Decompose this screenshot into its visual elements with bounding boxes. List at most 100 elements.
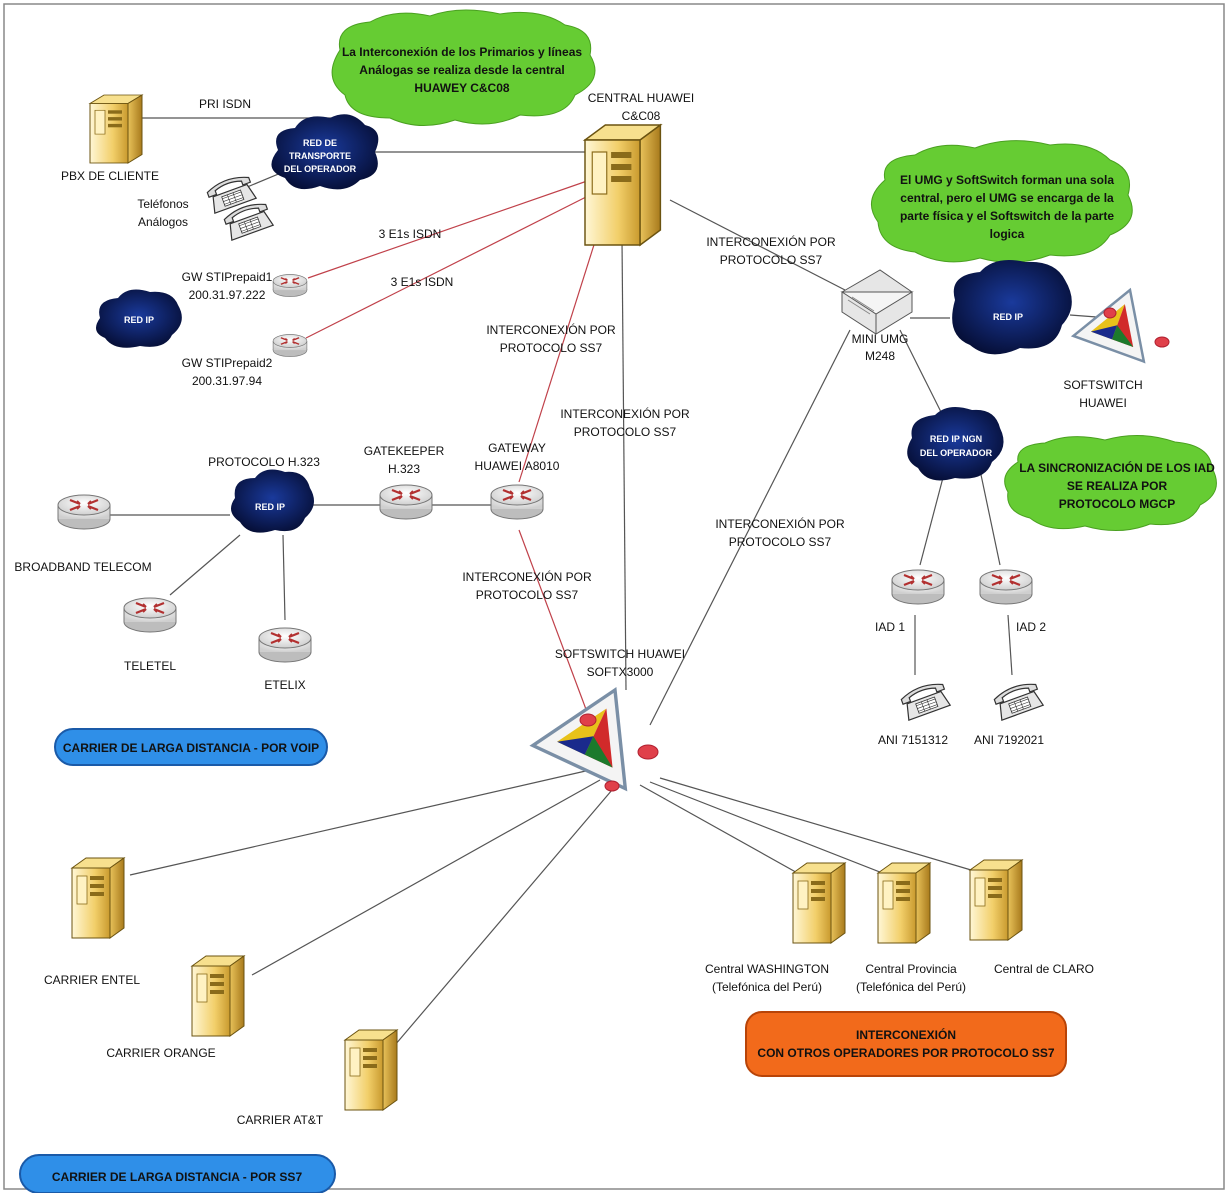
link-central-umg xyxy=(669,199,846,291)
label-washington-2: (Telefónica del Perú) xyxy=(712,980,822,994)
banner-ss7: CARRIER DE LARGA DISTANCIA - POR SS7 xyxy=(19,1154,336,1193)
label-e1-a: 3 E1s ISDN xyxy=(379,227,442,241)
link-gateway-central xyxy=(518,209,606,483)
cloud-red-ip-umg-label: RED IP xyxy=(993,312,1023,322)
etelix-router-icon xyxy=(257,626,313,664)
label-telefonos-1: Teléfonos xyxy=(137,197,188,211)
link-redip-etelix xyxy=(282,534,286,621)
label-gw1-1: GW STIPrepaid1 xyxy=(182,270,273,284)
label-ss7-umg-softx-2: PROTOCOLO SS7 xyxy=(729,535,832,549)
gw2-router-icon xyxy=(272,333,308,358)
note-top-line-3: HUAWEY C&C08 xyxy=(414,81,509,95)
link-central-softx xyxy=(621,239,627,691)
label-ss7-gateway-central-2: PROTOCOLO SS7 xyxy=(500,341,603,355)
softswitch-main-node-icon xyxy=(604,780,620,792)
note-top: La Interconexión de los Primarios y líne… xyxy=(331,9,596,127)
link-softx-provincia xyxy=(649,781,896,879)
cloud-red-ip-ngn-line-1: RED IP NGN xyxy=(930,434,982,444)
cloud-red-ip-h323-label: RED IP xyxy=(255,502,285,512)
note-iad-line-3: PROTOCOLO MGCP xyxy=(1059,497,1175,511)
note-umg-line-4: logica xyxy=(990,227,1025,241)
teletel-router-icon xyxy=(122,596,178,634)
label-washington-1: Central WASHINGTON xyxy=(705,962,829,976)
banner-otros-line-1: INTERCONEXIÓN xyxy=(856,1027,956,1042)
note-iad-line-1: LA SINCRONIZACIÓN DE LOS IAD xyxy=(1019,460,1215,475)
label-ss7-central-softx-2: PROTOCOLO SS7 xyxy=(574,425,677,439)
cloud-red-ip-h323: RED IP xyxy=(231,469,314,533)
link-umg-ngn xyxy=(899,329,946,421)
softswitch-right-node-icon xyxy=(1154,336,1170,348)
link-ngn-iad2 xyxy=(979,469,1001,566)
label-iad1: IAD 1 xyxy=(875,620,905,634)
note-umg-line-1: El UMG y SoftSwitch forman una sola xyxy=(900,173,1114,187)
cloud-transporte-line-1: RED DE xyxy=(303,138,337,148)
link-redip-teletel xyxy=(169,534,241,596)
cloud-red-ip-umg: RED IP xyxy=(952,259,1072,355)
link-gw2-central xyxy=(305,194,591,339)
carrier-att-server-icon xyxy=(344,1029,398,1111)
label-ss7-gateway-softx-1: INTERCONEXIÓN POR xyxy=(462,569,592,584)
banner-otros: INTERCONEXIÓN CON OTROS OPERADORES POR P… xyxy=(745,1011,1067,1077)
banner-voip: CARRIER DE LARGA DISTANCIA - POR VOIP xyxy=(54,728,328,766)
label-claro: Central de CLARO xyxy=(994,962,1094,976)
link-ngn-iad1 xyxy=(919,469,946,566)
gatekeeper-router-icon xyxy=(378,483,434,521)
label-mini-umg-2: M248 xyxy=(865,349,895,363)
label-central-1: CENTRAL HUAWEI xyxy=(588,91,694,105)
link-umg-softx xyxy=(649,329,851,726)
label-gw1-2: 200.31.97.222 xyxy=(189,288,266,302)
label-central-2: C&C08 xyxy=(622,109,661,123)
label-telefonos-2: Análogos xyxy=(138,215,188,229)
label-etelix: ETELIX xyxy=(264,678,305,692)
cloud-red-ip-left: RED IP xyxy=(96,289,182,348)
label-ss7-central-umg-1: INTERCONEXIÓN POR xyxy=(706,234,836,249)
label-teletel: TELETEL xyxy=(124,659,176,673)
carrier-entel-server-icon xyxy=(71,857,125,939)
link-softx-entel xyxy=(129,769,591,876)
label-e1-b: 3 E1s ISDN xyxy=(391,275,454,289)
link-gateway-softx xyxy=(518,529,591,721)
note-iad-line-2: SE REALIZA POR xyxy=(1067,479,1168,493)
broadband-router-icon xyxy=(56,493,112,531)
label-broadband: BROADBAND TELECOM xyxy=(14,560,151,574)
softswitch-main-node-icon xyxy=(637,744,659,760)
label-gateway-2: HUAWEI A8010 xyxy=(475,459,560,473)
banner-otros-line-2: CON OTROS OPERADORES POR PROTOCOLO SS7 xyxy=(757,1046,1054,1060)
label-softswitch-right-2: HUAWEI xyxy=(1079,396,1127,410)
label-ani2: ANI 7192021 xyxy=(974,733,1044,747)
label-mini-umg-1: MINI UMG xyxy=(852,332,909,346)
carrier-orange-server-icon xyxy=(191,955,245,1037)
cloud-red-ip-ngn-line-2: DEL OPERADOR xyxy=(920,448,993,458)
central-claro-server-icon xyxy=(969,859,1023,941)
link-softx-orange xyxy=(251,779,601,976)
pbx-server-icon xyxy=(89,94,143,164)
note-top-line-2: Análogas se realiza desde la central xyxy=(359,63,564,77)
label-ss7-gateway-softx-2: PROTOCOLO SS7 xyxy=(476,588,579,602)
link-iad2-ani2 xyxy=(1007,614,1013,676)
label-carrier-att: CARRIER AT&T xyxy=(237,1113,324,1127)
central-washington-server-icon xyxy=(792,862,846,944)
label-ani1: ANI 7151312 xyxy=(878,733,948,747)
gw1-router-icon xyxy=(272,273,308,298)
banner-ss7-label: CARRIER DE LARGA DISTANCIA - POR SS7 xyxy=(52,1170,303,1184)
note-umg-line-2: central, pero el UMG se encarga de la xyxy=(900,191,1114,205)
label-softswitch-main-1: SOFTSWITCH HUAWEI xyxy=(555,647,685,661)
label-pbx: PBX DE CLIENTE xyxy=(61,169,159,183)
iad1-router-icon xyxy=(890,568,946,606)
link-gw1-central xyxy=(307,179,591,279)
label-provincia-2: (Telefónica del Perú) xyxy=(856,980,966,994)
label-gateway-1: GATEWAY xyxy=(488,441,546,455)
label-gatekeeper-1: GATEKEEPER xyxy=(364,444,445,458)
central-server-icon xyxy=(584,124,662,246)
label-softswitch-right-1: SOFTSWITCH xyxy=(1063,378,1142,392)
link-softx-att xyxy=(394,789,613,1046)
label-carrier-entel: CARRIER ENTEL xyxy=(44,973,140,987)
label-protocolo-h323: PROTOCOLO H.323 xyxy=(208,455,320,469)
cloud-red-ip-ngn: RED IP NGN DEL OPERADOR xyxy=(907,406,1004,481)
cloud-transporte: RED DE TRANSPORTE DEL OPERADOR xyxy=(271,114,379,190)
label-gw2-1: GW STIPrepaid2 xyxy=(182,356,273,370)
link-softx-claro xyxy=(659,777,989,876)
cloud-transporte-line-3: DEL OPERADOR xyxy=(284,164,357,174)
softswitch-main-node-icon xyxy=(579,713,597,727)
